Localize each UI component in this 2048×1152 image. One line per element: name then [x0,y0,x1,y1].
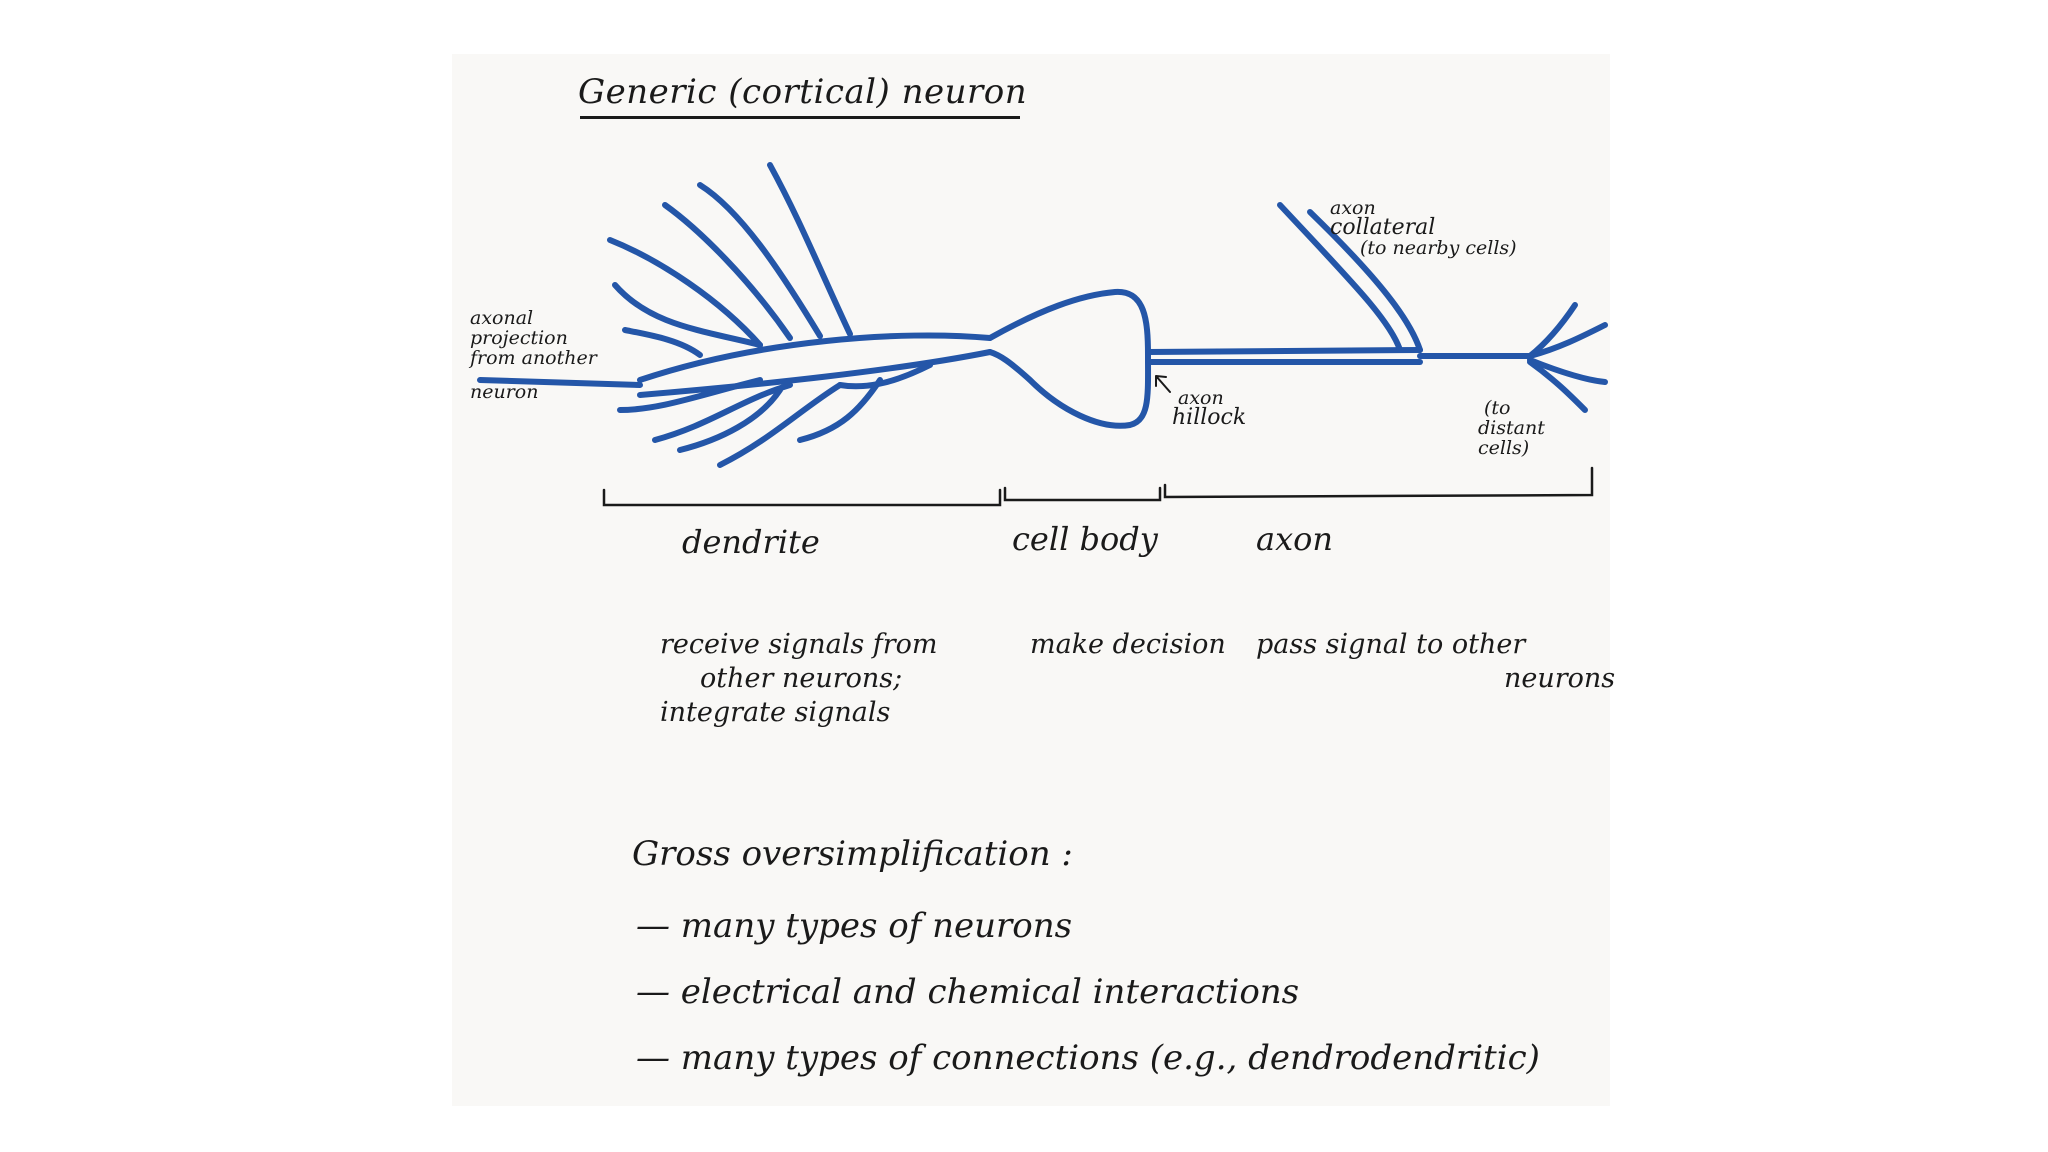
dendrite-trunk [637,332,993,383]
incoming-axon [477,377,643,388]
note-item: — many types of connections (e.g., dendr… [636,1038,1540,1078]
dendrite-branch [607,237,763,348]
dendrite-branch [612,282,763,348]
axon-terminal [1527,359,1588,413]
title-underline [580,116,1020,119]
function-cell-body: make decision [1030,629,1226,660]
dendrite-branch [797,377,883,443]
annotation-axon-hillock: axon hillock [1172,387,1247,430]
diagram-title: Generic (cortical) neuron [578,72,1028,112]
dendrite-branch [652,382,793,443]
annotation-to-distant-cells: (to distant cells) [1478,397,1545,459]
brace-axon [1163,466,1594,499]
axon-terminal [1527,357,1608,385]
label-axon: axon [1256,520,1333,558]
function-dendrite: receive signals from other neurons; inte… [660,629,938,728]
note-item: — many types of neurons [636,906,1073,946]
cell-body [987,288,1152,429]
function-axon: pass signal to other neurons [1256,629,1616,694]
paper-sheet [452,54,1610,1106]
axon-terminal [1527,322,1608,359]
axon-shaft [1145,347,1423,355]
axon-collateral [1277,202,1403,353]
dendrite-branch [767,162,853,337]
dendrite-branch [697,182,823,339]
dendrite-trunk-lower [637,349,993,398]
label-cell-body: cell body [1012,520,1158,558]
axon-hillock-arrow [1155,375,1171,393]
annotation-axonal-projection: axonal projection from another neuron [470,307,597,403]
dendrite-branch [717,382,843,468]
notes-heading: Gross oversimplification : [632,834,1073,874]
annotation-axon-collateral: axon collateral (to nearby cells) [1330,197,1517,259]
dendrite-branch [617,377,763,413]
dendrite-branch [837,362,933,390]
dendrite-branch [677,387,783,453]
dendrite-branch [662,202,793,341]
label-dendrite: dendrite [682,523,820,561]
dendrite-branch [622,327,703,358]
axon-collateral [1307,209,1423,353]
brace-cell-body [1003,486,1162,502]
brace-dendrite [602,488,1002,507]
note-item: — electrical and chemical interactions [636,972,1300,1012]
